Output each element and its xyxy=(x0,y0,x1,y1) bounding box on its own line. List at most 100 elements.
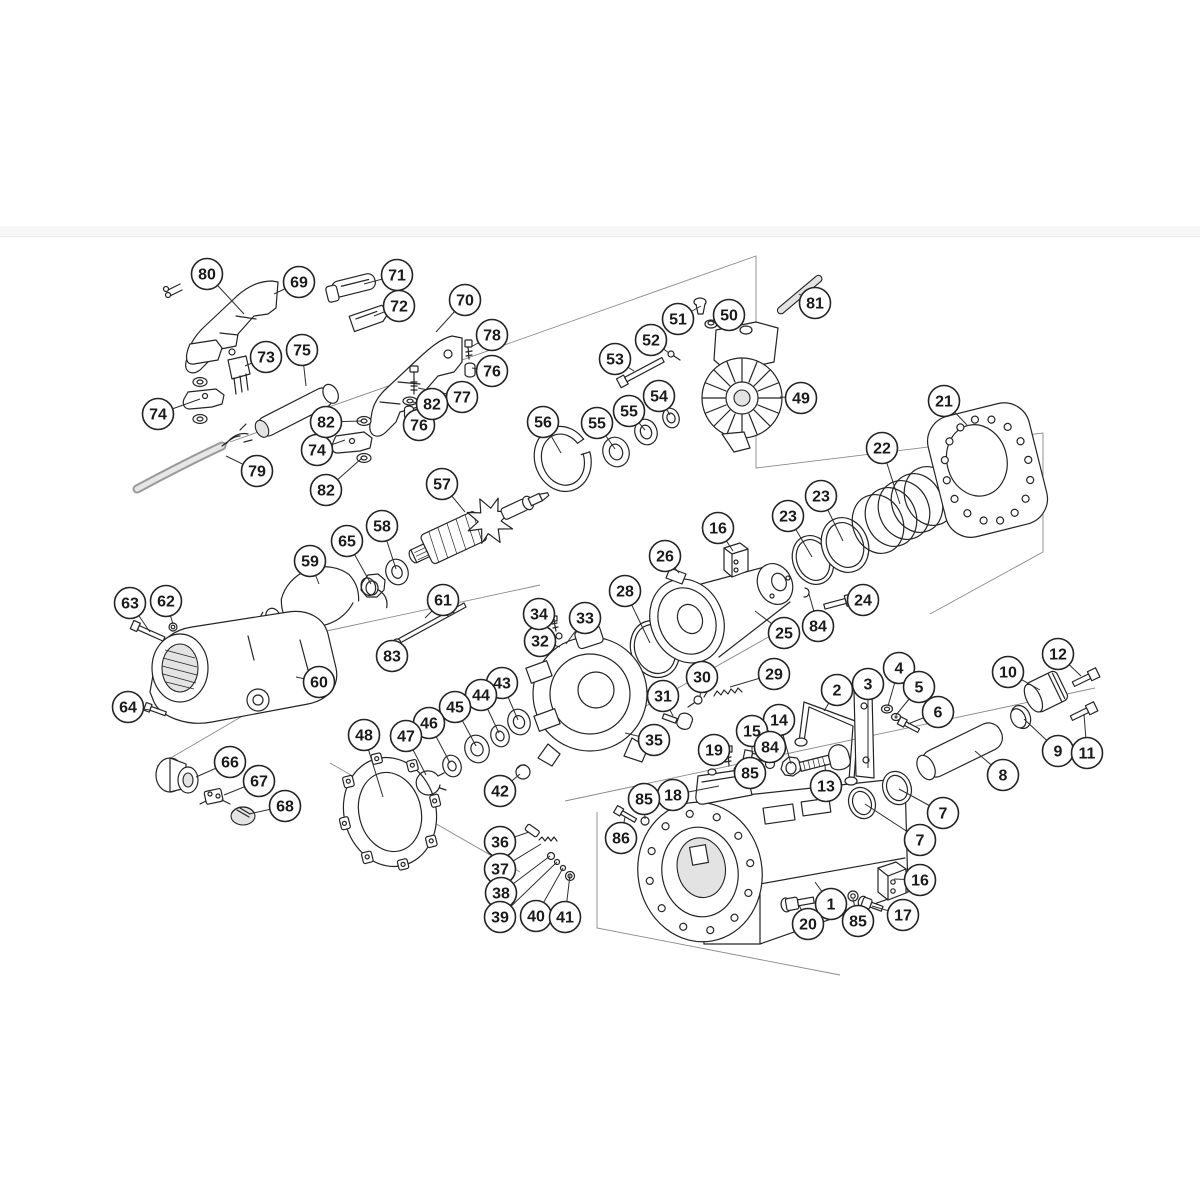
balloon-circle[interactable] xyxy=(902,670,936,704)
balloon-circle[interactable] xyxy=(1041,637,1075,671)
callout-balloon-45[interactable]: 45 xyxy=(438,690,472,724)
callout-balloon-74[interactable]: 74 xyxy=(141,397,175,431)
callout-balloon-38[interactable]: 38 xyxy=(484,876,518,910)
balloon-circle[interactable] xyxy=(809,769,843,803)
balloon-circle[interactable] xyxy=(604,821,638,855)
balloon-circle[interactable] xyxy=(865,431,899,465)
callout-balloon-29[interactable]: 29 xyxy=(757,657,791,691)
callout-balloon-19[interactable]: 19 xyxy=(697,733,731,767)
callout-balloon-61[interactable]: 61 xyxy=(426,583,460,617)
balloon-circle[interactable] xyxy=(886,898,920,932)
callout-balloon-4[interactable]: 4 xyxy=(882,651,916,685)
callout-balloon-65[interactable]: 65 xyxy=(330,524,364,558)
balloon-circle[interactable] xyxy=(568,601,602,635)
callout-balloon-48[interactable]: 48 xyxy=(347,718,381,752)
callout-balloon-39[interactable]: 39 xyxy=(483,900,517,934)
callout-balloon-25[interactable]: 25 xyxy=(767,616,801,650)
callout-balloon-12[interactable]: 12 xyxy=(1041,637,1075,671)
balloon-circle[interactable] xyxy=(767,616,801,650)
callout-balloon-24[interactable]: 24 xyxy=(846,583,880,617)
callout-balloon-69[interactable]: 69 xyxy=(282,265,316,299)
callout-balloon-85[interactable]: 85 xyxy=(733,756,767,790)
callout-balloon-82[interactable]: 82 xyxy=(415,387,449,421)
balloon-circle[interactable] xyxy=(771,499,805,533)
balloon-circle[interactable] xyxy=(415,387,449,421)
callout-balloon-11[interactable]: 11 xyxy=(1070,736,1104,770)
callout-balloon-74[interactable]: 74 xyxy=(300,433,334,467)
balloon-circle[interactable] xyxy=(661,302,695,336)
callout-balloon-16[interactable]: 16 xyxy=(903,863,937,897)
balloon-circle[interactable] xyxy=(757,657,791,691)
callout-balloon-41[interactable]: 41 xyxy=(548,900,582,934)
callout-balloon-82[interactable]: 82 xyxy=(309,405,343,439)
balloon-circle[interactable] xyxy=(526,405,560,439)
callout-balloon-2[interactable]: 2 xyxy=(820,673,854,707)
callout-balloon-72[interactable]: 72 xyxy=(382,289,416,323)
callout-balloon-26[interactable]: 26 xyxy=(648,539,682,573)
callout-balloon-76[interactable]: 76 xyxy=(475,354,509,388)
callout-balloon-63[interactable]: 63 xyxy=(113,586,147,620)
balloon-circle[interactable] xyxy=(598,342,632,376)
balloon-circle[interactable] xyxy=(733,756,767,790)
callout-balloon-7[interactable]: 7 xyxy=(903,823,937,857)
callout-balloon-42[interactable]: 42 xyxy=(483,774,517,808)
balloon-circle[interactable] xyxy=(927,384,961,418)
callout-balloon-62[interactable]: 62 xyxy=(149,584,183,618)
balloon-circle[interactable] xyxy=(365,509,399,543)
callout-balloon-85[interactable]: 85 xyxy=(841,904,875,938)
callout-balloon-66[interactable]: 66 xyxy=(213,745,247,779)
callout-balloon-55[interactable]: 55 xyxy=(580,406,614,440)
balloon-circle[interactable] xyxy=(425,467,459,501)
balloon-circle[interactable] xyxy=(903,863,937,897)
callout-balloon-23[interactable]: 23 xyxy=(804,479,838,513)
balloon-circle[interactable] xyxy=(282,265,316,299)
balloon-circle[interactable] xyxy=(1070,736,1104,770)
callout-balloon-20[interactable]: 20 xyxy=(791,907,825,941)
balloon-circle[interactable] xyxy=(111,690,145,724)
balloon-circle[interactable] xyxy=(814,887,848,921)
balloon-circle[interactable] xyxy=(646,679,680,713)
callout-balloon-59[interactable]: 59 xyxy=(293,544,327,578)
balloon-circle[interactable] xyxy=(475,318,509,352)
balloon-circle[interactable] xyxy=(302,665,336,699)
callout-balloon-3[interactable]: 3 xyxy=(851,667,885,701)
callout-balloon-6[interactable]: 6 xyxy=(921,695,955,729)
balloon-circle[interactable] xyxy=(268,789,302,823)
callout-balloon-79[interactable]: 79 xyxy=(240,454,274,488)
callout-balloon-35[interactable]: 35 xyxy=(637,723,671,757)
callout-balloon-13[interactable]: 13 xyxy=(809,769,843,803)
balloon-circle[interactable] xyxy=(475,354,509,388)
balloon-circle[interactable] xyxy=(991,655,1025,689)
balloon-circle[interactable] xyxy=(798,286,832,320)
callout-balloon-7[interactable]: 7 xyxy=(926,796,960,830)
balloon-circle[interactable] xyxy=(309,473,343,507)
balloon-circle[interactable] xyxy=(285,333,319,367)
callout-balloon-28[interactable]: 28 xyxy=(608,574,642,608)
balloon-circle[interactable] xyxy=(701,511,735,545)
callout-balloon-33[interactable]: 33 xyxy=(568,601,602,635)
callout-balloon-71[interactable]: 71 xyxy=(380,258,414,292)
balloon-circle[interactable] xyxy=(637,723,671,757)
callout-balloon-67[interactable]: 67 xyxy=(242,764,276,798)
callout-balloon-84[interactable]: 84 xyxy=(753,730,787,764)
balloon-circle[interactable] xyxy=(697,733,731,767)
callout-balloon-22[interactable]: 22 xyxy=(865,431,899,465)
balloon-circle[interactable] xyxy=(448,283,482,317)
callout-balloon-9[interactable]: 9 xyxy=(1041,734,1075,768)
balloon-circle[interactable] xyxy=(240,454,274,488)
balloon-circle[interactable] xyxy=(801,609,835,643)
balloon-circle[interactable] xyxy=(712,298,746,332)
callout-balloon-31[interactable]: 31 xyxy=(646,679,680,713)
balloon-circle[interactable] xyxy=(986,758,1020,792)
callout-balloon-60[interactable]: 60 xyxy=(302,665,336,699)
callout-balloon-1[interactable]: 1 xyxy=(814,887,848,921)
balloon-circle[interactable] xyxy=(522,597,556,631)
callout-balloon-17[interactable]: 17 xyxy=(886,898,920,932)
callout-balloon-47[interactable]: 47 xyxy=(389,719,423,753)
balloon-circle[interactable] xyxy=(634,323,668,357)
balloon-circle[interactable] xyxy=(841,904,875,938)
balloon-circle[interactable] xyxy=(113,586,147,620)
balloon-circle[interactable] xyxy=(548,900,582,934)
balloon-circle[interactable] xyxy=(882,651,916,685)
balloon-circle[interactable] xyxy=(149,584,183,618)
